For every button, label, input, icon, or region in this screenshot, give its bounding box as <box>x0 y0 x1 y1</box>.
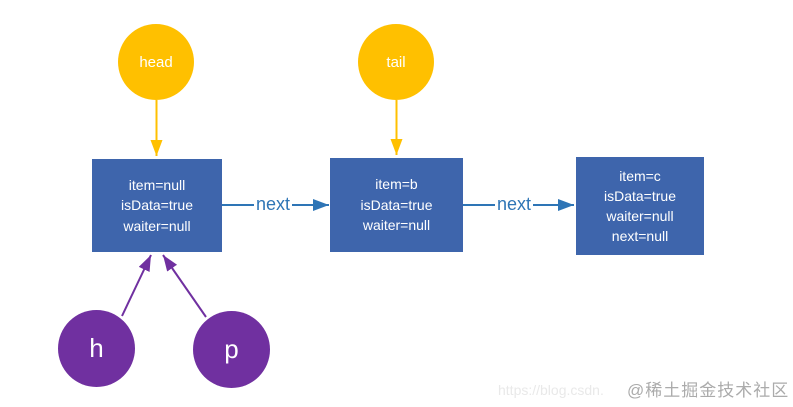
node-1: item=null isData=true waiter=null <box>92 159 222 252</box>
node-1-field-isdata: isData=true <box>121 197 193 214</box>
next-edge-label-2: next <box>495 194 534 214</box>
h-to-node1-arrow <box>121 254 152 317</box>
node-3: item=c isData=true waiter=null next=null <box>576 157 704 255</box>
node-1-field-item: item=null <box>128 176 186 193</box>
p-pointer-label: p <box>224 334 239 364</box>
node-2-field-item: item=b <box>375 176 418 193</box>
next-edge-label-1: next <box>254 194 293 214</box>
watermark-url-text: https://blog.csdn. <box>498 382 604 398</box>
watermark-community-text: @稀土掘金技术社区 <box>627 381 790 400</box>
p-to-node1-arrow <box>162 254 207 318</box>
p-pointer-circle: p <box>193 311 270 388</box>
node-2: item=b isData=true waiter=null <box>330 158 463 252</box>
head-pointer-label: head <box>139 53 173 71</box>
tail-pointer-label: tail <box>386 53 406 71</box>
node-2-field-isdata: isData=true <box>360 196 433 213</box>
node-3-field-next: next=null <box>611 228 669 244</box>
node-3-field-item: item=c <box>619 168 661 184</box>
node-3-field-waiter: waiter=null <box>606 208 674 224</box>
h-pointer-label: h <box>89 333 104 363</box>
tail-pointer-circle: tail <box>358 24 434 100</box>
node-2-field-waiter: waiter=null <box>362 217 431 234</box>
node-3-field-isdata: isData=true <box>604 188 676 204</box>
head-pointer-circle: head <box>118 24 194 100</box>
node-1-field-waiter: waiter=null <box>123 217 191 234</box>
h-pointer-circle: h <box>58 310 135 387</box>
